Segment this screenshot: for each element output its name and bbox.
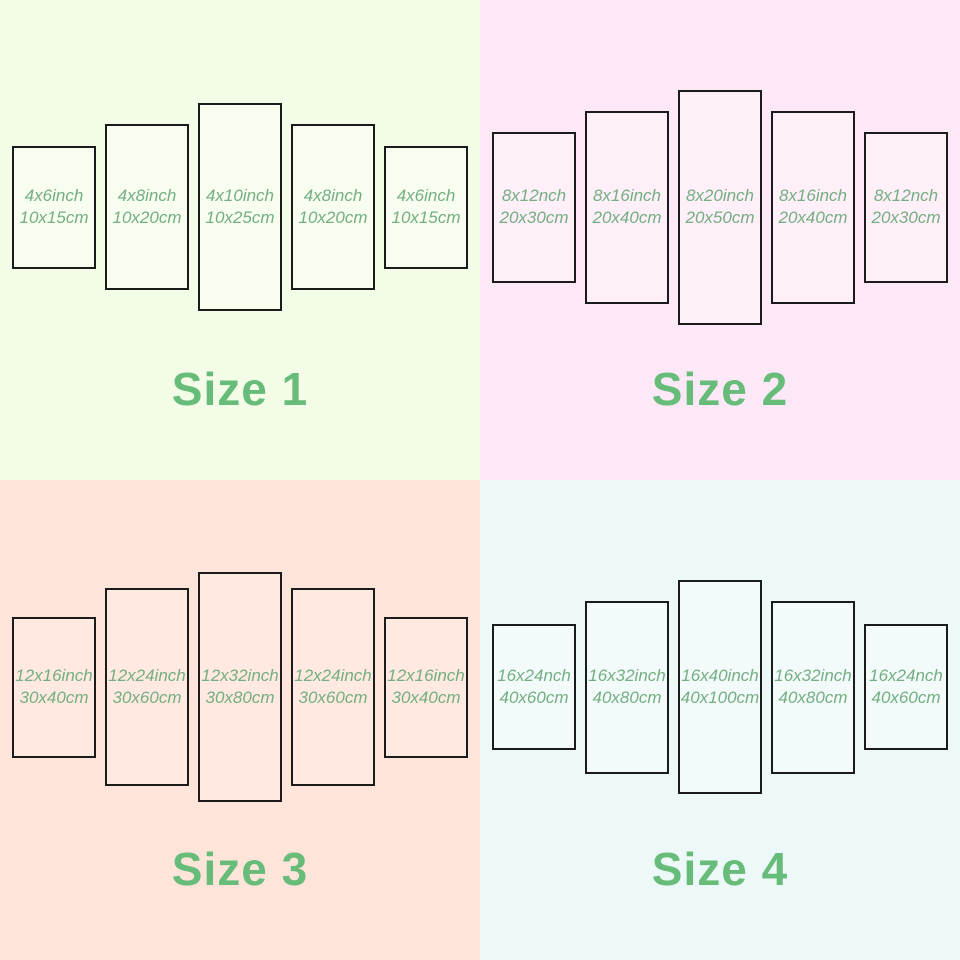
canvas-panel: 16x32inch 40x80cm — [585, 600, 669, 774]
panel-row: 8x12nch 20x30cm 8x16inch 20x40cm 8x20inc… — [480, 0, 960, 414]
panel-cm-label: 20x30cm — [499, 208, 569, 227]
panel-cm-label: 30x60cm — [112, 688, 182, 707]
canvas-panel: 4x10inch 10x25cm — [198, 103, 282, 311]
panel-inch-label: 12x32inch — [201, 666, 279, 685]
panel-cm-label: 30x40cm — [19, 688, 89, 707]
panel-size-text: 4x8inch 10x20cm — [299, 185, 368, 229]
panel-size-text: 8x20inch 20x50cm — [686, 185, 755, 229]
panel-inch-label: 4x10inch — [205, 186, 275, 205]
panel-size-text: 12x16inch 30x40cm — [15, 665, 93, 709]
quadrant-size-2: 8x12nch 20x30cm 8x16inch 20x40cm 8x20inc… — [480, 0, 960, 480]
panel-inch-label: 16x40inch — [681, 666, 759, 685]
panel-row: 4x6inch 10x15cm 4x8inch 10x20cm 4x10inch… — [0, 0, 480, 414]
canvas-panel: 8x20inch 20x50cm — [678, 89, 762, 325]
size-label: Size 2 — [651, 363, 789, 415]
panel-size-text: 16x32inch 40x80cm — [774, 665, 852, 709]
panel-inch-label: 4x6inch — [24, 186, 84, 205]
panel-size-text: 12x24inch 30x60cm — [294, 665, 372, 709]
canvas-panel: 4x8inch 10x20cm — [291, 124, 375, 290]
canvas-panel: 12x16inch 30x40cm — [384, 616, 468, 758]
panel-inch-label: 16x32inch — [774, 666, 852, 685]
panel-cm-label: 10x25cm — [205, 208, 275, 227]
panel-inch-label: 8x12nch — [873, 186, 939, 205]
panel-inch-label: 12x24inch — [294, 666, 372, 685]
panel-cm-label: 40x60cm — [871, 688, 941, 707]
panel-cm-label: 10x20cm — [112, 208, 182, 227]
panel-size-text: 4x6inch 10x15cm — [392, 185, 461, 229]
canvas-panel: 12x32inch 30x80cm — [198, 572, 282, 802]
panel-cm-label: 40x60cm — [499, 688, 569, 707]
panel-size-text: 8x16inch 20x40cm — [593, 185, 662, 229]
panel-cm-label: 30x60cm — [298, 688, 368, 707]
canvas-panel: 16x24nch 40x60cm — [492, 624, 576, 750]
panel-inch-label: 12x16inch — [387, 666, 465, 685]
panel-size-text: 16x32inch 40x80cm — [588, 665, 666, 709]
canvas-panel: 16x24nch 40x60cm — [864, 624, 948, 750]
panel-inch-label: 12x24inch — [108, 666, 186, 685]
panel-cm-label: 20x50cm — [685, 208, 755, 227]
panel-size-text: 8x16inch 20x40cm — [779, 185, 848, 229]
panel-inch-label: 12x16inch — [15, 666, 93, 685]
panel-inch-label: 8x20inch — [685, 186, 755, 205]
canvas-panel: 4x6inch 10x15cm — [384, 145, 468, 269]
panel-cm-label: 10x15cm — [19, 208, 89, 227]
panel-inch-label: 8x16inch — [778, 186, 848, 205]
panel-size-text: 4x6inch 10x15cm — [20, 185, 89, 229]
panel-size-text: 4x8inch 10x20cm — [113, 185, 182, 229]
panel-inch-label: 16x24nch — [869, 666, 943, 685]
panel-inch-label: 16x32inch — [588, 666, 666, 685]
canvas-panel: 8x16inch 20x40cm — [771, 110, 855, 304]
panel-inch-label: 4x8inch — [117, 186, 177, 205]
panel-size-text: 12x16inch 30x40cm — [387, 665, 465, 709]
panel-size-text: 16x40inch 40x100cm — [681, 665, 759, 709]
canvas-panel: 8x16inch 20x40cm — [585, 110, 669, 304]
canvas-panel: 12x16inch 30x40cm — [12, 616, 96, 758]
panel-size-text: 16x24nch 40x60cm — [497, 665, 571, 709]
panel-row: 16x24nch 40x60cm 16x32inch 40x80cm 16x40… — [480, 480, 960, 894]
panel-size-text: 12x32inch 30x80cm — [201, 665, 279, 709]
panel-cm-label: 30x40cm — [391, 688, 461, 707]
size-label: Size 1 — [171, 363, 309, 415]
panel-inch-label: 8x12nch — [501, 186, 567, 205]
panel-inch-label: 8x16inch — [592, 186, 662, 205]
canvas-panel: 4x8inch 10x20cm — [105, 124, 189, 290]
panel-size-text: 8x12nch 20x30cm — [872, 185, 941, 229]
canvas-panel: 12x24inch 30x60cm — [291, 588, 375, 786]
quadrant-size-4: 16x24nch 40x60cm 16x32inch 40x80cm 16x40… — [480, 480, 960, 960]
panel-cm-label: 10x20cm — [298, 208, 368, 227]
panel-cm-label: 40x80cm — [778, 688, 848, 707]
panel-cm-label: 10x15cm — [391, 208, 461, 227]
panel-cm-label: 20x40cm — [592, 208, 662, 227]
size-label: Size 3 — [171, 843, 309, 895]
panel-size-text: 8x12nch 20x30cm — [500, 185, 569, 229]
canvas-panel: 8x12nch 20x30cm — [492, 131, 576, 283]
quadrant-size-1: 4x6inch 10x15cm 4x8inch 10x20cm 4x10inch… — [0, 0, 480, 480]
panel-cm-label: 30x80cm — [205, 688, 275, 707]
panel-size-text: 16x24nch 40x60cm — [869, 665, 943, 709]
panel-cm-label: 40x100cm — [680, 688, 760, 707]
panel-size-text: 4x10inch 10x25cm — [206, 185, 275, 229]
size-label: Size 4 — [651, 843, 789, 895]
panel-inch-label: 4x8inch — [303, 186, 363, 205]
canvas-panel: 16x40inch 40x100cm — [678, 580, 762, 794]
quadrant-size-3: 12x16inch 30x40cm 12x24inch 30x60cm 12x3… — [0, 480, 480, 960]
canvas-panel: 16x32inch 40x80cm — [771, 600, 855, 774]
canvas-panel: 8x12nch 20x30cm — [864, 131, 948, 283]
panel-inch-label: 4x6inch — [396, 186, 456, 205]
canvas-panel: 4x6inch 10x15cm — [12, 145, 96, 269]
panel-cm-label: 20x40cm — [778, 208, 848, 227]
panel-cm-label: 40x80cm — [592, 688, 662, 707]
panel-cm-label: 20x30cm — [871, 208, 941, 227]
panel-row: 12x16inch 30x40cm 12x24inch 30x60cm 12x3… — [0, 480, 480, 894]
canvas-panel: 12x24inch 30x60cm — [105, 588, 189, 786]
panel-size-text: 12x24inch 30x60cm — [108, 665, 186, 709]
panel-inch-label: 16x24nch — [497, 666, 571, 685]
